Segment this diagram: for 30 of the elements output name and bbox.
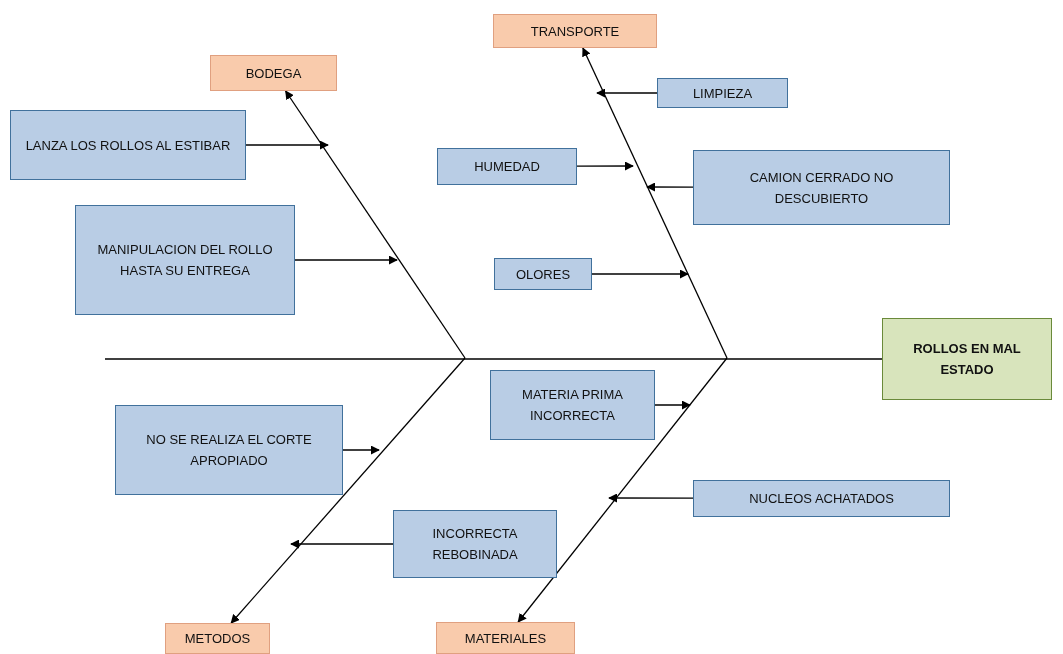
bone-arrow [284,90,466,359]
effect-box: ROLLOS EN MAL ESTADO [882,318,1052,400]
cause-box: MANIPULACION DEL ROLLO HASTA SU ENTREGA [75,205,295,315]
category-box: MATERIALES [436,622,575,654]
category-box: METODOS [165,623,270,654]
arrow [654,400,691,410]
arrow [342,445,380,455]
bone-arrow [582,47,728,359]
bone-arrow [230,357,466,624]
cause-box: MATERIA PRIMA INCORRECTA [490,370,655,440]
spine-line [104,358,883,360]
arrow [608,493,694,503]
bone-arrow [517,357,728,623]
cause-box: LIMPIEZA [657,78,788,108]
category-box: TRANSPORTE [493,14,657,48]
arrow [646,182,694,192]
arrow [596,88,658,98]
arrow [591,269,689,279]
arrow [576,161,634,171]
cause-box: INCORRECTA REBOBINADA [393,510,557,578]
cause-box: OLORES [494,258,592,290]
category-box: BODEGA [210,55,337,91]
cause-box: HUMEDAD [437,148,577,185]
cause-box: LANZA LOS ROLLOS AL ESTIBAR [10,110,246,180]
cause-box: CAMION CERRADO NO DESCUBIERTO [693,150,950,225]
arrow [290,539,394,549]
arrow [294,255,398,265]
cause-box: NO SE REALIZA EL CORTE APROPIADO [115,405,343,495]
arrow [245,140,329,150]
cause-box: NUCLEOS ACHATADOS [693,480,950,517]
